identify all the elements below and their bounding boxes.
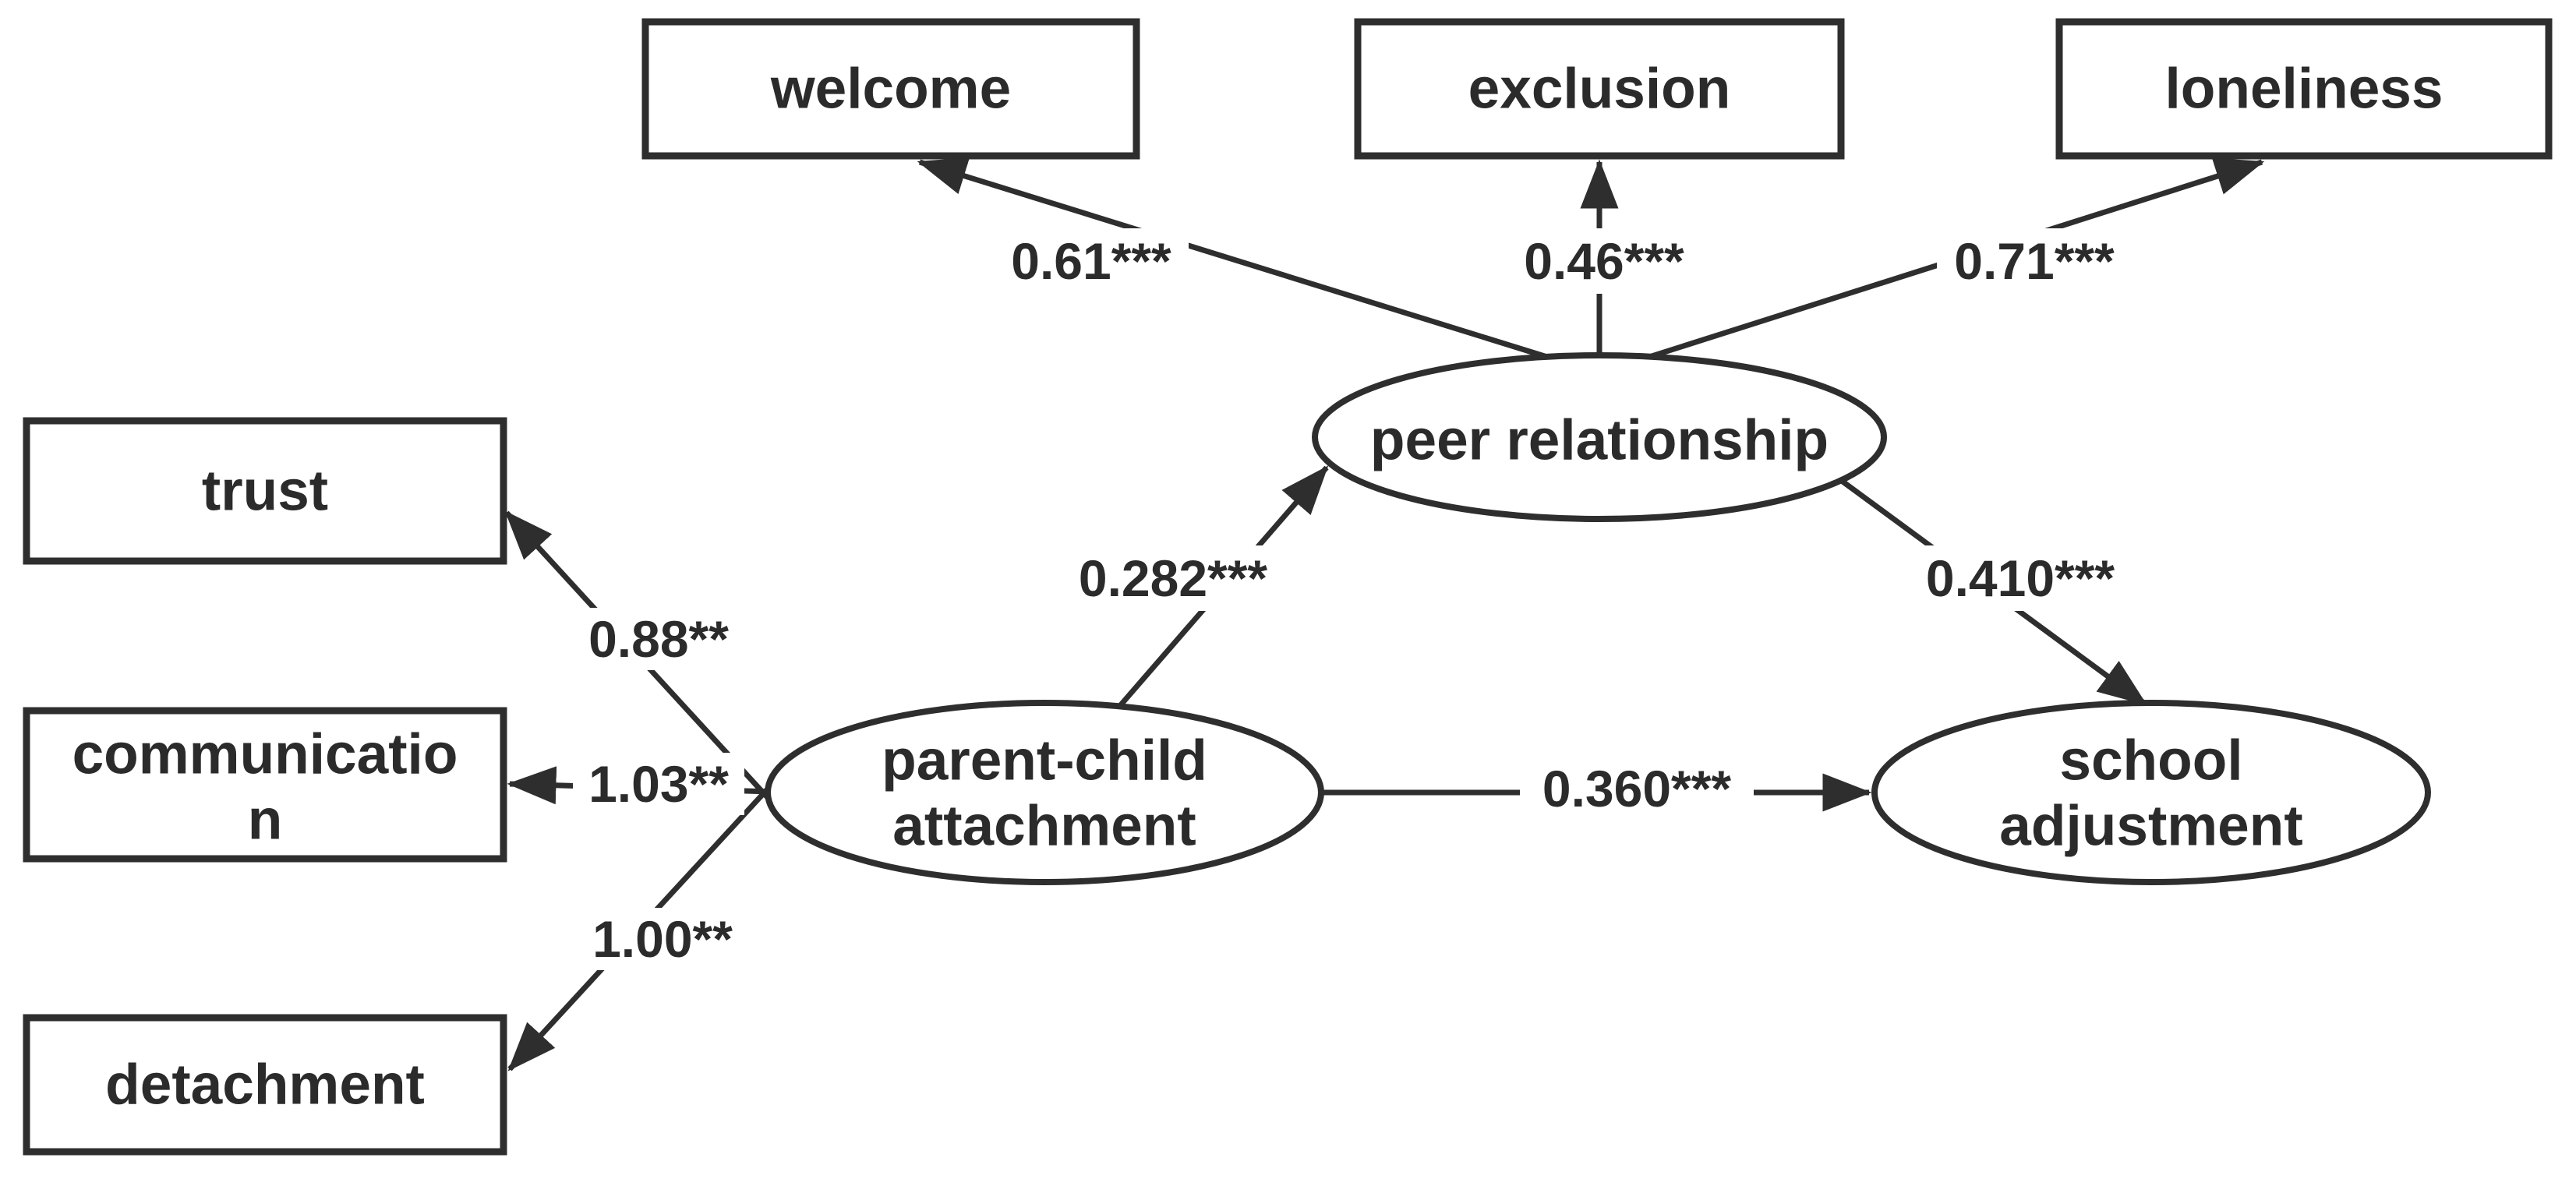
loneliness-box: [2055, 18, 2553, 160]
detachment-box: [23, 1014, 507, 1156]
plate-coef-peer-school: [1903, 545, 2137, 611]
path-arrows-group: [504, 157, 2265, 1071]
coef-attachment-detachment: 1.00**: [592, 910, 733, 968]
coef-peer-exclusion: 0.46***: [1524, 232, 1684, 290]
communication-label-line2: n: [248, 789, 283, 852]
plate-coef-peer-exclusion: [1507, 228, 1701, 294]
coef-attachment-peer: 0.282***: [1079, 549, 1268, 607]
loneliness-label: loneliness: [2164, 58, 2443, 121]
coef-peer-welcome: 0.61***: [1011, 232, 1171, 290]
plate-coef-attachment-detachment: [569, 908, 756, 970]
coef-peer-loneliness: 0.71***: [1954, 232, 2115, 290]
coefficient-label-plates-group: [565, 228, 2137, 970]
welcome-box: [641, 18, 1140, 160]
peer-relationship-label: peer relationship: [1370, 409, 1829, 472]
node-shapes-group: [23, 18, 2553, 1156]
detachment-label: detachment: [105, 1054, 425, 1117]
path-peer-to-welcome-arrow: [917, 157, 1584, 371]
trust-label: trust: [202, 460, 328, 523]
plate-coef-peer-welcome: [994, 228, 1189, 294]
parent-child-attachment-label-line2: attachment: [892, 795, 1196, 858]
node-labels-group: welcome exclusion loneliness trust commu…: [72, 58, 2443, 1117]
plate-coef-peer-loneliness: [1937, 228, 2132, 294]
coef-attachment-communication: 1.03**: [588, 755, 729, 813]
exclusion-label: exclusion: [1468, 58, 1731, 121]
trust-box: [23, 417, 507, 565]
coefficient-labels-group: 0.61*** 0.46*** 0.71*** 0.282*** 0.410**…: [588, 232, 2115, 968]
plate-coef-attachment-communication: [573, 753, 744, 815]
school-adjustment-label-line2: adjustment: [1999, 795, 2302, 858]
plate-coef-attachment-peer: [1056, 545, 1290, 611]
peer-relationship-ellipse: [1312, 352, 1887, 522]
coef-attachment-trust: 0.88**: [588, 610, 729, 668]
exclusion-box: [1354, 18, 1845, 160]
plate-coef-attachment-school: [1520, 756, 1754, 821]
coef-attachment-school: 0.360***: [1542, 760, 1732, 817]
communication-box: [23, 707, 507, 863]
welcome-label: welcome: [770, 58, 1011, 121]
coef-peer-school: 0.410***: [1926, 549, 2115, 607]
parent-child-attachment-ellipse: [765, 700, 1324, 885]
plate-coef-attachment-trust: [565, 608, 752, 670]
parent-child-attachment-label-line1: parent-child: [882, 729, 1207, 792]
school-adjustment-ellipse: [1871, 700, 2431, 885]
school-adjustment-label-line1: school: [2059, 729, 2242, 792]
communication-label-line1: communicatio: [72, 723, 458, 786]
